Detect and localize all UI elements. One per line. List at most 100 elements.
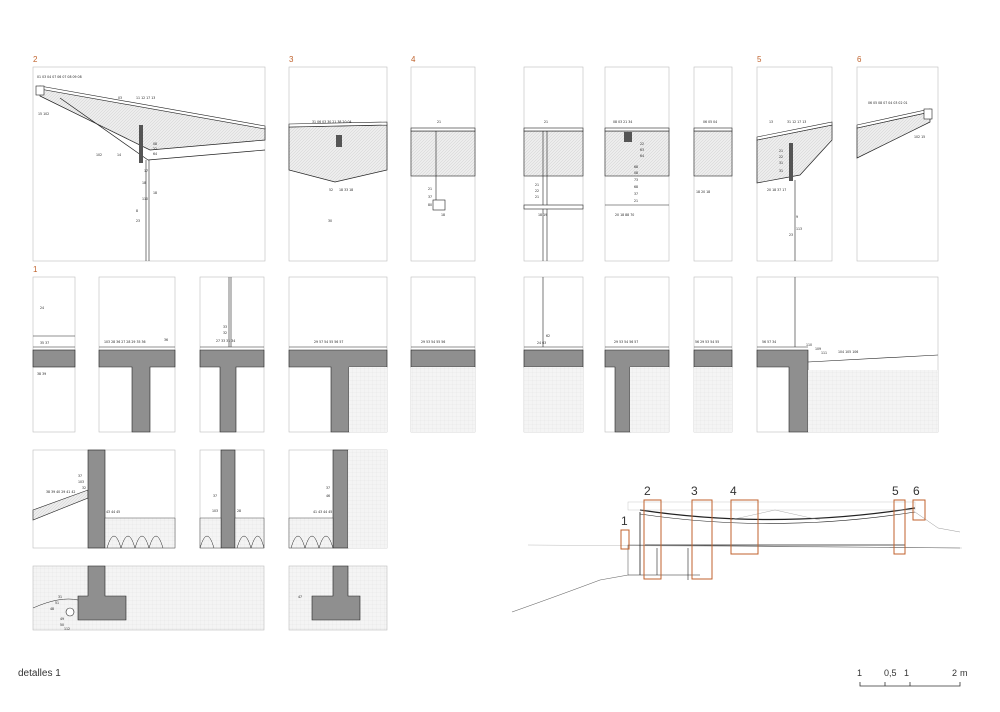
detail-1b-frame: 103 28 36 27 28 29 35 36 36 — [98, 276, 176, 433]
svg-text:62: 62 — [546, 334, 550, 338]
svg-text:48: 48 — [50, 607, 54, 611]
svg-text:21: 21 — [428, 187, 432, 191]
svg-text:14: 14 — [117, 153, 121, 157]
svg-text:37: 37 — [78, 474, 82, 478]
svg-text:06 05 04: 06 05 04 — [703, 120, 717, 124]
svg-text:33: 33 — [223, 325, 227, 329]
svg-text:23: 23 — [789, 233, 793, 237]
detail-1g-frame: 29 53 54 56 57 — [604, 276, 670, 433]
svg-text:21: 21 — [544, 120, 548, 124]
svg-text:43 44 45: 43 44 45 — [106, 510, 120, 514]
svg-text:104 105 106: 104 105 106 — [838, 350, 858, 354]
svg-text:52: 52 — [329, 188, 333, 192]
svg-text:51: 51 — [55, 601, 59, 605]
detail-foundation-1-frame: 31 51 48 49 50 112 — [32, 565, 265, 631]
detail-label-6: 6 — [857, 55, 862, 64]
svg-text:73: 73 — [634, 178, 638, 182]
svg-text:17: 17 — [144, 169, 148, 173]
section-marker-2: 2 — [644, 484, 651, 498]
svg-text:21: 21 — [535, 195, 539, 199]
svg-text:63: 63 — [640, 148, 644, 152]
svg-text:113: 113 — [796, 227, 802, 231]
svg-text:112: 112 — [64, 627, 70, 631]
detail-3-frame: 31 06 03 30 21 38 20 04 52 18 33 18 30 — [288, 66, 388, 262]
svg-text:49: 49 — [60, 617, 64, 621]
svg-text:22: 22 — [535, 189, 539, 193]
section-marker-1: 1 — [621, 514, 628, 528]
svg-text:46: 46 — [326, 494, 330, 498]
detail-foundation-2-frame: 47 — [288, 565, 388, 631]
svg-text:20 18 88 70: 20 18 88 70 — [615, 213, 634, 217]
detail-wall-3-frame: 37 46 41 43 44 45 — [288, 449, 388, 549]
scale-unit: m — [960, 668, 968, 678]
svg-text:110: 110 — [806, 343, 812, 347]
svg-text:08 03 21 34: 08 03 21 34 — [613, 120, 632, 124]
svg-text:18: 18 — [142, 181, 146, 185]
svg-text:31: 31 — [779, 161, 783, 165]
detail-5-frame: 13 31 12 17 13 21 22 31 31 20 18 37 17 9… — [756, 66, 833, 262]
svg-text:37: 37 — [326, 486, 330, 490]
svg-text:28: 28 — [237, 509, 241, 513]
svg-text:21: 21 — [634, 199, 638, 203]
section-marker-4: 4 — [730, 484, 737, 498]
svg-text:18 20 18: 18 20 18 — [696, 190, 710, 194]
detail-1i-frame: 56 57 34 110 109 111 104 105 106 — [756, 276, 939, 433]
svg-text:64: 64 — [153, 152, 157, 156]
section-marker-5: 5 — [892, 484, 899, 498]
detail-1f-frame: 62 24 63 — [523, 276, 584, 433]
svg-text:21: 21 — [535, 183, 539, 187]
svg-text:22: 22 — [153, 147, 157, 151]
scale-bar — [859, 682, 961, 687]
svg-text:24: 24 — [40, 306, 44, 310]
svg-text:103: 103 — [78, 480, 84, 484]
detail-1c-frame: 33 32 27 33 31 34 — [199, 276, 265, 433]
svg-text:37: 37 — [634, 192, 638, 196]
key-section — [511, 499, 963, 613]
svg-text:29 53 54 56 57: 29 53 54 56 57 — [614, 340, 638, 344]
svg-text:01 03 04 07 06 07 08 09 08: 01 03 04 07 06 07 08 09 08 — [37, 75, 82, 79]
svg-text:18 19: 18 19 — [538, 213, 547, 217]
svg-text:38 39 40 29 41 42: 38 39 40 29 41 42 — [46, 490, 75, 494]
detail-2-frame: 01 03 04 07 06 07 08 09 08 03 11 12 17 1… — [32, 66, 266, 262]
section-marker-3: 3 — [691, 484, 698, 498]
svg-text:29 57 54 55 56 57: 29 57 54 55 56 57 — [314, 340, 343, 344]
svg-text:80: 80 — [428, 203, 432, 207]
detail-label-2: 2 — [33, 55, 38, 64]
svg-text:37: 37 — [428, 195, 432, 199]
svg-text:06 05 08 07 04 03 02 01: 06 05 08 07 04 03 02 01 — [868, 101, 908, 105]
detail-1h-frame: 56 29 53 54 55 — [693, 276, 733, 433]
svg-text:31: 31 — [58, 595, 62, 599]
svg-text:37: 37 — [213, 494, 217, 498]
detail-4-frame: 21 21 37 80 18 — [410, 66, 476, 262]
svg-text:50: 50 — [60, 623, 64, 627]
svg-text:29 53 54 55 56: 29 53 54 55 56 — [421, 340, 445, 344]
sheet-title: detalles 1 — [18, 668, 61, 679]
svg-text:21: 21 — [779, 149, 783, 153]
svg-text:41 43 44 45: 41 43 44 45 — [313, 510, 332, 514]
detail-label-3: 3 — [289, 55, 294, 64]
detail-1a-frame: 24 35 37 38 39 — [32, 276, 76, 433]
svg-text:110: 110 — [142, 197, 148, 201]
svg-text:56 57 34: 56 57 34 — [762, 340, 776, 344]
svg-text:68: 68 — [634, 165, 638, 169]
svg-text:103: 103 — [212, 509, 218, 513]
svg-text:11 12 17 13: 11 12 17 13 — [136, 96, 155, 100]
detail-label-4: 4 — [411, 55, 416, 64]
svg-text:47: 47 — [298, 595, 302, 599]
svg-text:21: 21 — [437, 120, 441, 124]
svg-text:111: 111 — [821, 351, 827, 355]
svg-text:20 18 37 17: 20 18 37 17 — [767, 188, 786, 192]
detail-4d-frame: 06 05 04 18 20 18 — [693, 66, 733, 262]
svg-text:109: 109 — [815, 347, 821, 351]
svg-text:68: 68 — [634, 185, 638, 189]
svg-text:22: 22 — [779, 155, 783, 159]
svg-text:18: 18 — [153, 191, 157, 195]
svg-text:08: 08 — [153, 142, 157, 146]
svg-text:31 12 17 13: 31 12 17 13 — [787, 120, 806, 124]
svg-text:9: 9 — [796, 215, 798, 219]
svg-text:102 15: 102 15 — [914, 135, 925, 139]
svg-text:64: 64 — [640, 154, 644, 158]
svg-text:102: 102 — [96, 153, 102, 157]
svg-text:32: 32 — [82, 486, 86, 490]
detail-wall-1-frame: 37 103 32 38 39 40 29 41 42 43 44 45 — [32, 449, 176, 549]
